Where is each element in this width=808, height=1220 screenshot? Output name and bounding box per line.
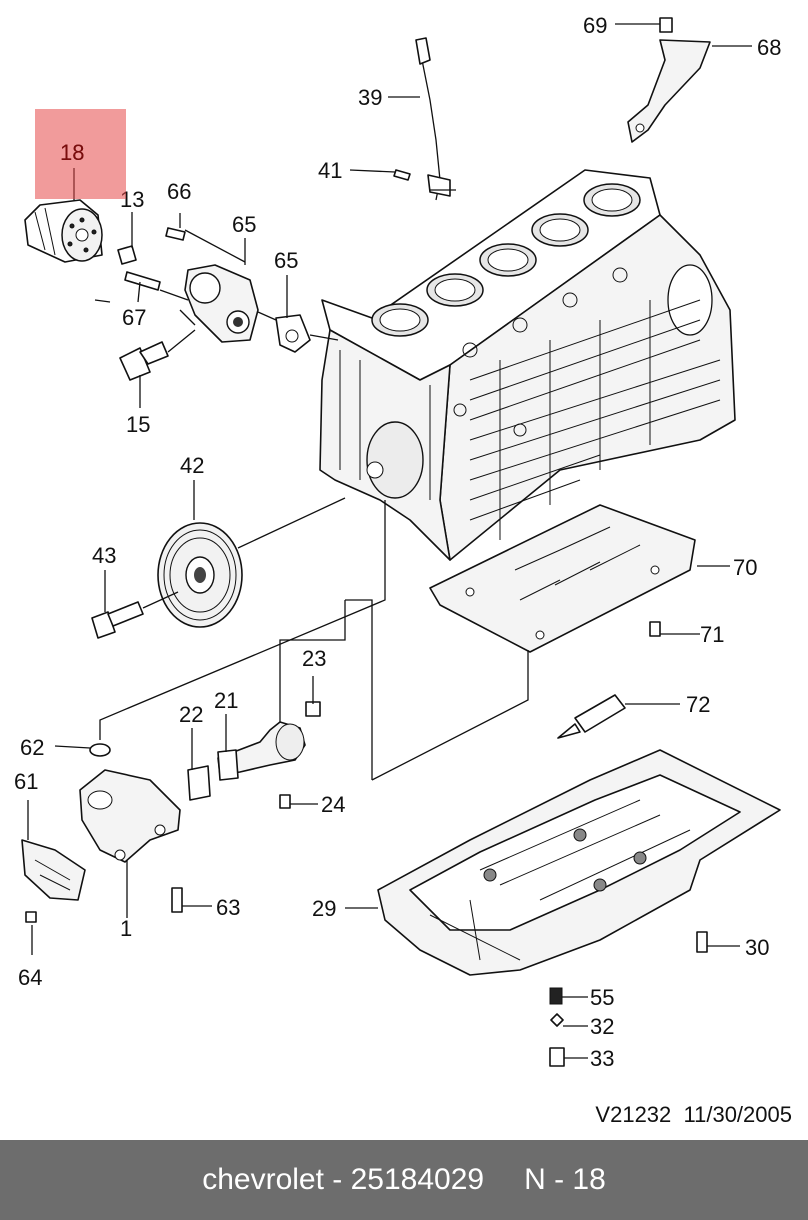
drawing-date: 11/30/2005 <box>683 1102 792 1127</box>
oil-pickup <box>217 721 306 776</box>
exploded-parts-diagram: 18 13 67 15 66 65 65 39 41 69 68 42 43 7… <box>14 13 781 1071</box>
callout-65: 65 <box>274 248 298 273</box>
oil-pump <box>79 769 181 863</box>
callout-29: 29 <box>312 896 336 921</box>
drawing-stamp: V21232 11/30/2005 <box>595 1102 792 1128</box>
callout-24: 24 <box>321 792 345 817</box>
drain-plug-group <box>549 987 565 1067</box>
bolt-23 <box>305 701 321 717</box>
bolt-24 <box>279 794 291 809</box>
pulley-bolt <box>91 601 144 639</box>
engine-block <box>319 169 736 561</box>
highlight-callout-18 <box>35 109 126 199</box>
callout-69: 69 <box>583 13 607 38</box>
gasket-22 <box>187 765 211 801</box>
dipstick <box>415 37 451 201</box>
callout-71: 71 <box>700 622 724 647</box>
oil-filter <box>24 199 103 263</box>
callouts: 18 13 67 15 66 65 65 39 41 69 68 42 43 7… <box>14 13 781 1071</box>
filter-fitting <box>117 245 137 265</box>
bolt-41 <box>393 169 411 181</box>
callout-55: 55 <box>590 985 614 1010</box>
callout-42: 42 <box>180 453 204 478</box>
callout-22: 22 <box>179 702 203 727</box>
footer-brand: chevrolet <box>202 1163 324 1196</box>
footer-position: N - 18 <box>524 1163 606 1196</box>
pump-cover-60 <box>21 839 86 901</box>
callout-43: 43 <box>92 543 116 568</box>
bolt-71 <box>649 621 661 637</box>
bolt-66 <box>165 227 186 241</box>
drawing-code: V21232 <box>595 1102 672 1127</box>
callout-33: 33 <box>590 1046 614 1071</box>
oil-pressure-sensor <box>119 341 169 381</box>
crankshaft-pulley <box>157 522 243 628</box>
callout-66: 66 <box>167 179 191 204</box>
oil-baffle <box>429 504 696 653</box>
callout-23: 23 <box>302 646 326 671</box>
callout-62: 62 <box>20 735 44 760</box>
callout-32: 32 <box>590 1014 614 1039</box>
callout-67: 67 <box>122 305 146 330</box>
callout-72: 72 <box>686 692 710 717</box>
callout-39: 39 <box>358 85 382 110</box>
footer-bar: chevrolet - 25184029 N - 18 <box>0 1140 808 1220</box>
bolt-69 <box>659 17 673 33</box>
sealant-tube <box>557 694 626 739</box>
callout-68: 68 <box>757 35 781 60</box>
callout-41: 41 <box>318 158 342 183</box>
callout-60: 61 <box>14 769 38 794</box>
bolt-30 <box>696 931 708 953</box>
gasket-21 <box>217 749 239 781</box>
callout-70: 70 <box>733 555 757 580</box>
bolt-63 <box>171 887 183 913</box>
footer-part-number: 25184029 <box>350 1163 485 1196</box>
stud-67 <box>124 271 161 291</box>
callout-30: 30 <box>745 935 769 960</box>
filter-adapter <box>184 264 259 343</box>
callout-64: 65 <box>232 212 256 237</box>
callout-63: 63 <box>216 895 240 920</box>
callout-61: 64 <box>18 965 42 990</box>
footer-dash: - <box>323 1163 351 1196</box>
oil-pan <box>377 749 781 976</box>
callout-1: 1 <box>120 916 132 941</box>
o-ring-62 <box>89 743 111 757</box>
screw-61 <box>25 911 37 923</box>
callout-15: 15 <box>126 412 150 437</box>
bracket-68 <box>627 39 711 143</box>
callout-21: 21 <box>214 688 238 713</box>
adapter-gasket <box>275 314 311 353</box>
